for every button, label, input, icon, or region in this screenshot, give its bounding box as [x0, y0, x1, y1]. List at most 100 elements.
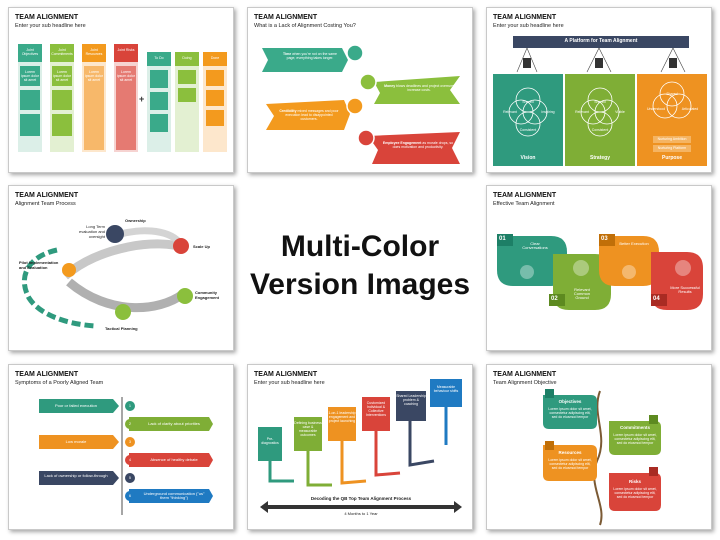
- circle-word: Viable: [615, 110, 625, 114]
- cycle-label: Pilot Implementation and Evaluation: [19, 260, 59, 270]
- card-text: Lorem ipsum dolor sit amet: [52, 70, 72, 82]
- slide-7[interactable]: TEAM ALIGNMENT Enter your sub headline h…: [247, 364, 473, 530]
- slide-6[interactable]: TEAM ALIGNMENT Symptoms of a Poorly Alig…: [8, 364, 234, 530]
- ribbon-diagram: [262, 44, 460, 164]
- stair-box-text: Pre-diagnostics: [261, 437, 279, 445]
- circle-word: Inspiring: [541, 110, 555, 114]
- cycle-label: Community Engagement: [195, 290, 220, 300]
- step-number: 04: [653, 296, 660, 302]
- slide-subtitle: Enter your sub headline here: [15, 23, 86, 29]
- card-text: Lorem ipsum dolor sit amet: [116, 70, 136, 82]
- plus-icon: +: [139, 94, 145, 104]
- stair-box-text: Defining business case & measurable outc…: [294, 421, 322, 437]
- cycle-label: Scale Up: [193, 244, 210, 249]
- objective-label: Resources: [558, 450, 582, 455]
- symptom-number: 4: [129, 458, 131, 462]
- step-text: Relevant Common Ground: [573, 287, 591, 300]
- objective-label: Risks: [628, 479, 641, 484]
- stair-box-text: Measurable behaviour shifts: [433, 385, 459, 393]
- circle-word: Consistent: [519, 128, 537, 132]
- column-label: Joint Risks: [117, 48, 135, 52]
- symptom-right: Underground communication ("us" them "th…: [143, 491, 205, 500]
- slide-title: TEAM ALIGNMENT: [15, 192, 79, 199]
- purpose-extra: Nurturing Ambition: [657, 137, 687, 141]
- column-label: Joint Commitments: [51, 48, 73, 56]
- symptom-number: 2: [129, 422, 131, 426]
- cycle-label: Tactical Planning: [105, 326, 138, 331]
- staircase-process: [258, 379, 462, 513]
- slide-title: TEAM ALIGNMENT: [493, 371, 557, 378]
- slide-subtitle: Enter your sub headline here: [493, 23, 564, 29]
- step-text: More Successful Results: [670, 285, 700, 294]
- objective-text: Lorem ipsum dolor sit amet, consectetur …: [548, 458, 592, 470]
- column-label: Done: [210, 56, 220, 60]
- slide-title: TEAM ALIGNMENT: [493, 14, 557, 21]
- step-text: Clear Conversations: [522, 241, 548, 250]
- slide-subtitle: Alignment Team Process: [15, 201, 76, 207]
- slide-4[interactable]: TEAM ALIGNMENT Alignment Team Process Ow…: [8, 185, 234, 351]
- slide-title: TEAM ALIGNMENT: [493, 192, 557, 199]
- symptom-left: Lack of ownership or follow-through: [44, 473, 108, 478]
- process-cycle: [21, 225, 193, 329]
- purpose-extra: Nurturing Platform: [657, 146, 687, 150]
- symptom-right: Lack of clarity about priorities: [148, 421, 200, 426]
- step-number: 02: [551, 296, 558, 302]
- objective-label: Commitments: [619, 425, 650, 430]
- slide-8[interactable]: TEAM ALIGNMENT Team Alignment Objective …: [486, 364, 712, 530]
- platform-diagram: [493, 36, 707, 166]
- slide-subtitle: Enter your sub headline here: [254, 380, 325, 386]
- symptom-right: Absence of healthy debate: [150, 457, 198, 462]
- symptom-number: 6: [129, 494, 131, 498]
- circle-word: Shared: [522, 100, 534, 104]
- kanban-board: [18, 44, 227, 152]
- step-number: 03: [601, 236, 608, 242]
- stair-box-text: Shared Leadership problem & coaching: [396, 394, 426, 406]
- circle-word: Articulated: [681, 107, 699, 111]
- circle-word: Understood: [646, 107, 666, 111]
- slide-3[interactable]: TEAM ALIGNMENT Enter your sub headline h…: [486, 7, 712, 173]
- slide-2[interactable]: TEAM ALIGNMENT What is a Lack of Alignme…: [247, 7, 473, 173]
- symptom-left: Low morale: [65, 439, 87, 444]
- process-duration: 4 Months to 1 Year: [344, 511, 378, 516]
- cycle-label: Long Term evaluation and oversight: [78, 224, 105, 239]
- center-title-line-1: Multi-Color: [280, 230, 440, 263]
- slide-1[interactable]: TEAM ALIGNMENT Enter your sub headline h…: [8, 7, 234, 173]
- slide-5[interactable]: TEAM ALIGNMENT Effective Team Alignment …: [486, 185, 712, 351]
- process-footer: Decoding the QB Top Team Alignment Proce…: [310, 496, 412, 501]
- symptom-number: 1: [129, 404, 131, 408]
- symptom-left: Poor or failed execution: [54, 403, 98, 408]
- circle-word: Consistent: [591, 128, 609, 132]
- circle-word: Shared: [594, 100, 606, 104]
- objective-text: Lorem ipsum dolor sit amet, consectetur …: [548, 407, 592, 419]
- slide-title: TEAM ALIGNMENT: [15, 371, 79, 378]
- platform-banner: A Platform for Team Alignment: [564, 38, 638, 44]
- step-number: 01: [499, 236, 506, 242]
- vine-diagram: [543, 389, 661, 526]
- slide-title: TEAM ALIGNMENT: [15, 14, 79, 21]
- objective-text: Lorem ipsum dolor sit amet, consectetur …: [613, 487, 657, 499]
- center-title-line-2: Version Images: [249, 268, 471, 301]
- column-label: Joint Resources: [85, 48, 103, 56]
- column-label: Doing: [182, 56, 192, 60]
- wave-steps: [497, 234, 703, 310]
- slide-title: TEAM ALIGNMENT: [254, 14, 318, 21]
- slide-subtitle: What is a Lack of Alignment Costing You?: [254, 23, 356, 29]
- stair-box-text: 1-on-1 leadership engagement and project…: [328, 411, 356, 423]
- symptom-number: 3: [129, 440, 131, 444]
- slide-title: TEAM ALIGNMENT: [254, 371, 318, 378]
- symptom-number: 5: [129, 476, 131, 480]
- slide-subtitle: Effective Team Alignment: [493, 201, 555, 207]
- objective-text: Lorem ipsum dolor sit amet, consectetur …: [613, 433, 657, 445]
- card-text: Lorem ipsum dolor sit amet: [20, 70, 40, 82]
- slide-subtitle: Team Alignment Objective: [493, 380, 557, 386]
- center-title: Multi-Color Version Images: [245, 228, 475, 304]
- card-text: Lorem ipsum dolor sit amet: [84, 70, 104, 82]
- circle-word: Relevant: [503, 110, 517, 114]
- symptoms-timeline: [39, 397, 213, 515]
- slide-subtitle: Symptoms of a Poorly Aligned Team: [15, 380, 104, 386]
- circle-word: Relevant: [575, 110, 589, 114]
- panel-label: Vision: [520, 155, 536, 161]
- panel-label: Strategy: [589, 155, 610, 161]
- objective-label: Objectives: [558, 399, 582, 404]
- ribbon-text: Time when you're not on the same page, e…: [283, 52, 337, 60]
